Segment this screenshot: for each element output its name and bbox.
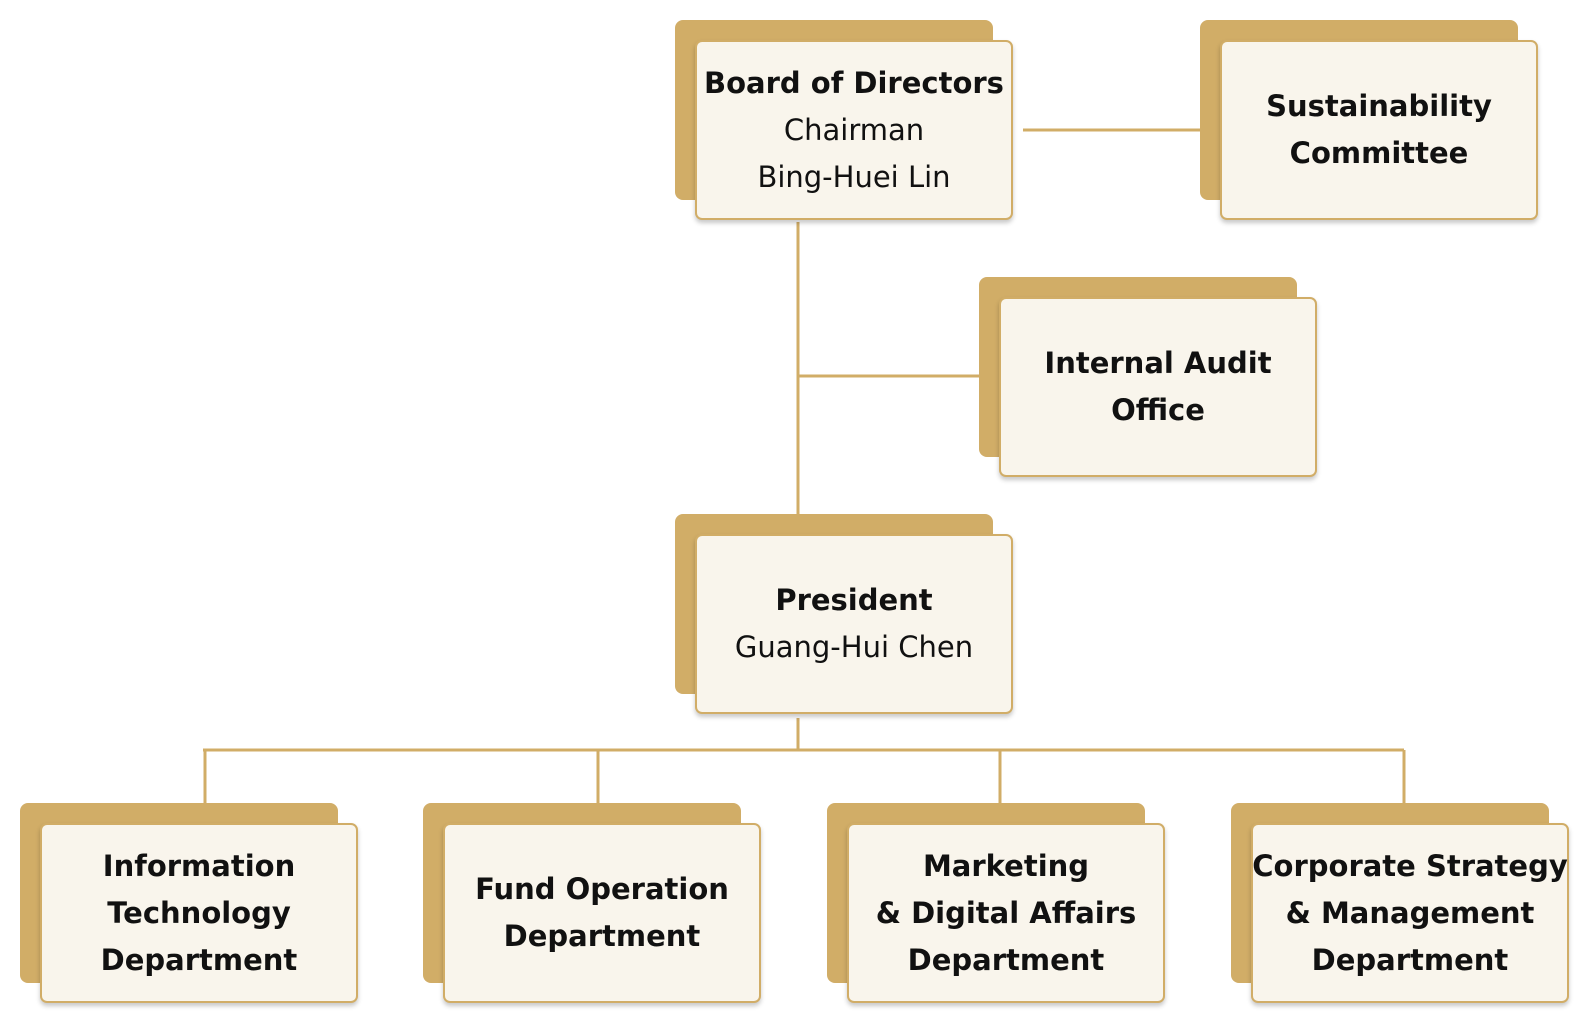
box-card: Corporate Strategy & Management Departme… [1251, 823, 1569, 1003]
board-of-directors-box: Board of Directors Chairman Bing-Huei Li… [675, 20, 1013, 220]
board-chairman-name: Bing-Huei Lin [757, 159, 951, 194]
department-line-1: Marketing [922, 848, 1090, 883]
internal-audit-office-box: Internal Audit Office [979, 277, 1317, 477]
sustainability-line-1: Sustainability [1266, 89, 1492, 123]
marketing-digital-affairs-department-box: Marketing & Digital Affairs Department [827, 803, 1165, 1003]
department-line-1: Corporate Strategy [1252, 848, 1568, 883]
president-title: President [775, 583, 933, 617]
sustainability-committee-box: Sustainability Committee [1200, 20, 1538, 220]
box-card: Sustainability Committee [1220, 40, 1538, 220]
department-line-2: & Digital Affairs [875, 895, 1137, 930]
box-card: Fund Operation Department [443, 823, 761, 1003]
audit-line-2: Office [1111, 393, 1205, 427]
department-line-3: Department [907, 942, 1105, 977]
information-technology-department-box: Information Technology Department [20, 803, 358, 1003]
department-line-2: & Management [1285, 895, 1535, 930]
corporate-strategy-management-department-box: Corporate Strategy & Management Departme… [1231, 803, 1569, 1003]
department-line-3: Department [1311, 942, 1509, 977]
department-line-1: Fund Operation [475, 872, 729, 906]
box-card: Information Technology Department [40, 823, 358, 1003]
board-title: Board of Directors [704, 65, 1004, 100]
audit-line-1: Internal Audit [1044, 346, 1272, 380]
box-card: President Guang-Hui Chen [695, 534, 1013, 714]
president-name: Guang-Hui Chen [734, 630, 974, 664]
department-line-3: Department [100, 942, 298, 977]
president-box: President Guang-Hui Chen [675, 514, 1013, 714]
department-line-2: Department [503, 919, 701, 953]
board-role: Chairman [783, 112, 925, 147]
sustainability-line-2: Committee [1289, 136, 1469, 170]
box-card: Internal Audit Office [999, 297, 1317, 477]
department-line-2: Technology [107, 895, 291, 930]
fund-operation-department-box: Fund Operation Department [423, 803, 761, 1003]
box-card: Board of Directors Chairman Bing-Huei Li… [695, 40, 1013, 220]
department-line-1: Information [102, 848, 296, 883]
box-card: Marketing & Digital Affairs Department [847, 823, 1165, 1003]
